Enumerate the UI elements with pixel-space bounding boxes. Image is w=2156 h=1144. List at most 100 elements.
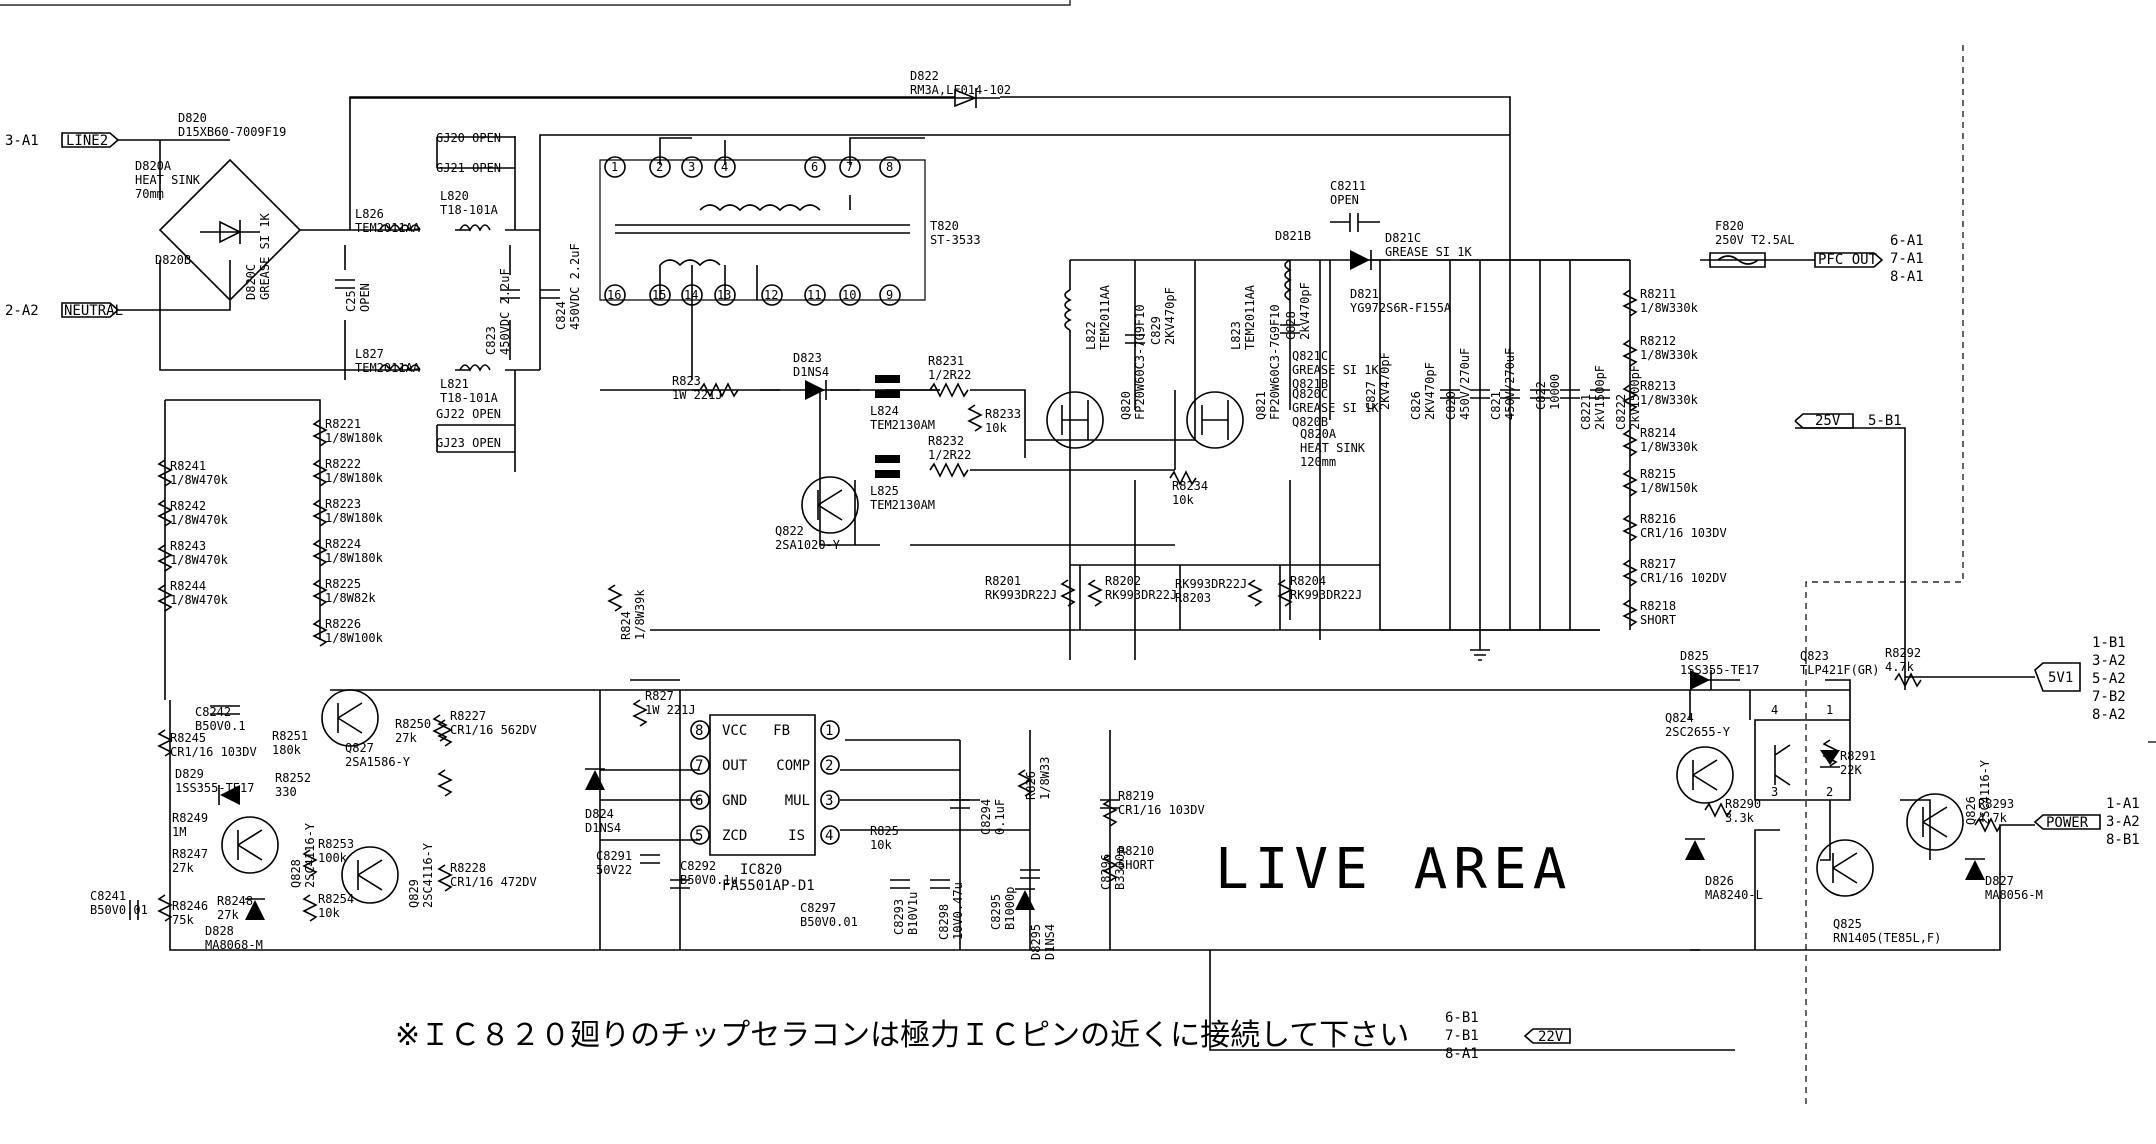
component-label-line: 4.7k xyxy=(1978,811,2008,825)
ic820-pin-3-name: MUL xyxy=(785,793,810,809)
component-label-line: RN1405(TE85L,F) xyxy=(1833,931,1941,945)
ic820-pin-5-name: ZCD xyxy=(722,828,747,844)
component-label-d8295: D8295D1NS4 xyxy=(1029,924,1057,960)
component-label-line: GREASE SI 1K xyxy=(1385,245,1472,259)
component-label-line: F820 xyxy=(1715,219,1744,233)
component-label-line: R8203 xyxy=(1175,591,1211,605)
component-label-line: HEAT SINK xyxy=(135,173,201,187)
port-neutral-ref: 2-A2 xyxy=(5,303,39,319)
component-label-line: R8242 xyxy=(170,499,206,513)
component-label-line: 2SC2655-Y xyxy=(1665,725,1731,739)
opto-pin-4: 4 xyxy=(1771,703,1778,717)
component-label-line: R8250 xyxy=(395,717,431,731)
component-label-line: R8253 xyxy=(318,837,354,851)
component-label-line: GREASE SI 1K xyxy=(1292,401,1379,415)
port-power-ref-0: 1-A1 xyxy=(2106,796,2140,812)
port-pfc-out-ref-0: 6-A1 xyxy=(1890,233,1924,249)
component-label-l822: L822TEM2011AA xyxy=(1084,284,1112,350)
component-label-c821: C821450V/270uF xyxy=(1489,348,1517,420)
component-label-line: 1/8W33 xyxy=(1038,757,1052,800)
component-label-line: R8226 xyxy=(325,617,361,631)
ic820-pin-2-name: COMP xyxy=(776,758,810,774)
component-label-line: 330 xyxy=(275,785,297,799)
port-pfc-out-ref-2: 8-A1 xyxy=(1890,269,1924,285)
component-label-line: L820 xyxy=(440,189,469,203)
component-label-line: C8297 xyxy=(800,901,836,915)
component-label-line: C8298 xyxy=(937,904,951,940)
component-label-line: 2SC4116-Y xyxy=(303,822,317,888)
component-label-c826: C8262KV470pF xyxy=(1409,362,1437,420)
component-label-gj22: GJ22 OPEN xyxy=(436,407,501,421)
component-label-l823: L823TEM2011AA xyxy=(1229,284,1257,350)
component-label-line: CR1/16 562DV xyxy=(450,723,537,737)
component-label-line: 1/8W330k xyxy=(1640,348,1699,362)
component-label-line: 10000 xyxy=(1548,374,1562,410)
component-label-d820b: D820B xyxy=(155,253,191,267)
port-22v-name: 22V xyxy=(1538,1029,1564,1045)
component-label-line: Q826 xyxy=(1964,796,1978,825)
opto-pin-2: 2 xyxy=(1826,785,1833,799)
component-label-line: R8217 xyxy=(1640,557,1676,571)
component-label-line: 50V22 xyxy=(596,863,632,877)
ic820-pin-7-num: 7 xyxy=(695,758,703,774)
component-label-line: MA8240-L xyxy=(1705,888,1763,902)
component-label-c829: C8292KV470pF xyxy=(1149,287,1177,345)
component-label-line: 1/8W470k xyxy=(170,513,229,527)
port-5v1-ref-1: 3-A2 xyxy=(2092,653,2126,669)
component-label-line: L824 xyxy=(870,404,899,418)
component-label-line: B50V0.01 xyxy=(90,903,148,917)
t820-pin-1: 1 xyxy=(611,160,618,174)
component-label-c8295: C8295B1000p xyxy=(989,887,1017,930)
component-label-line: GJ21 OPEN xyxy=(436,161,501,175)
component-label-line: Q820C xyxy=(1292,387,1328,401)
capacitor-symbols xyxy=(129,213,1610,920)
component-label-line: D820A xyxy=(135,159,172,173)
component-label-line: C823 xyxy=(484,326,498,355)
opto-pin-3: 3 xyxy=(1771,785,1778,799)
transformer-core-symbol xyxy=(615,224,910,234)
component-label-line: T18-101A xyxy=(440,391,499,405)
component-label-line: 27k xyxy=(395,731,417,745)
component-label-line: OPEN xyxy=(358,283,372,312)
component-label-line: D1NS4 xyxy=(793,365,829,379)
component-label-line: 1/8W39k xyxy=(633,589,647,640)
component-label-line: D15XB60-7009F19 xyxy=(178,125,286,139)
component-label-line: 1/8W330k xyxy=(1640,393,1699,407)
component-label-line: Q824 xyxy=(1665,711,1694,725)
component-label-line: L821 xyxy=(440,377,469,391)
component-label-line: T18-101A xyxy=(440,203,499,217)
component-label-line: D829 xyxy=(175,767,204,781)
component-label-line: C8241 xyxy=(90,889,126,903)
ic820-pin-8-num: 8 xyxy=(695,723,703,739)
port-pfc-out-ref-1: 7-A1 xyxy=(1890,251,1924,267)
component-label-line: 27k xyxy=(217,908,239,922)
t820-pin-9: 9 xyxy=(886,288,893,302)
component-label-line: D822 xyxy=(910,69,939,83)
component-label-line: T820 xyxy=(930,219,959,233)
component-label-line: R8221 xyxy=(325,417,361,431)
component-label-line: R825 xyxy=(870,824,899,838)
component-label-line: FP20W60C3-7G9F10 xyxy=(1133,304,1147,420)
component-label-d821b: D821B xyxy=(1275,229,1311,243)
component-label-line: D1NS4 xyxy=(585,821,621,835)
component-label-line: 1/8W180k xyxy=(325,471,384,485)
port-line2-name: LINE2 xyxy=(66,133,108,149)
component-label-line: TLP421F(GR) xyxy=(1800,663,1879,677)
component-label-line: RK993DR22J xyxy=(1175,577,1247,591)
component-label-line: L826 xyxy=(355,207,384,221)
component-label-line: R8232 xyxy=(928,434,964,448)
